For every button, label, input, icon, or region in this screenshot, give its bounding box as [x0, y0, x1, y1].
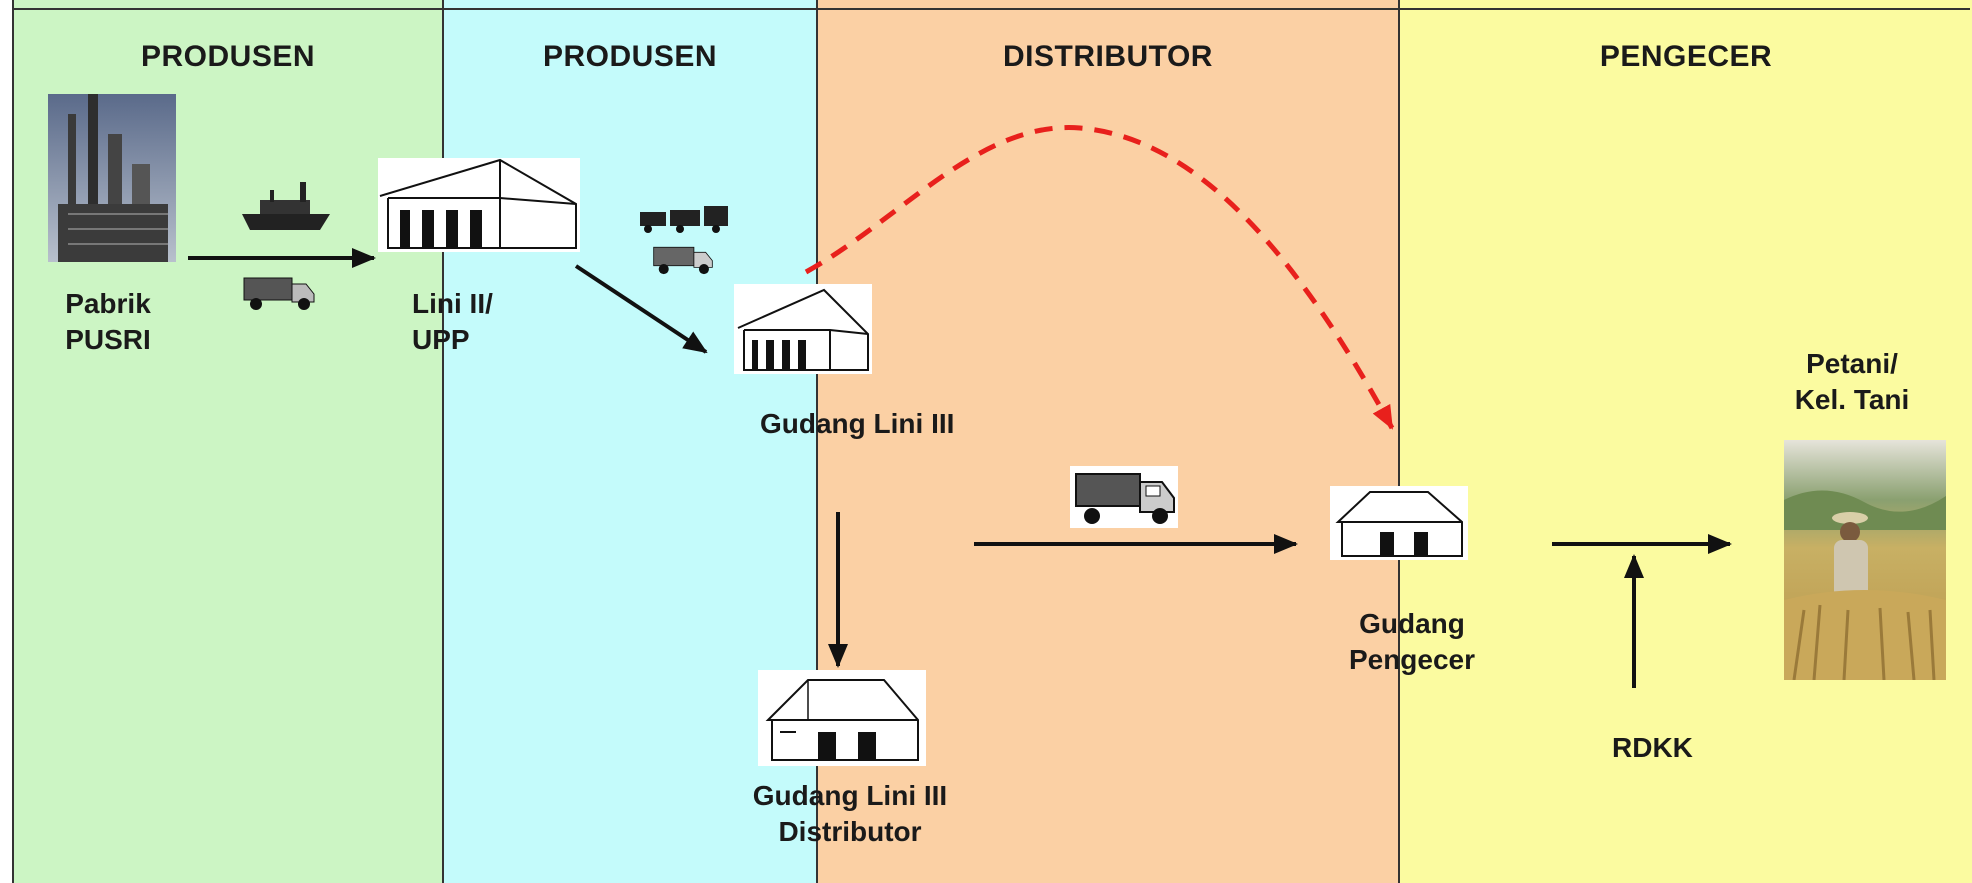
label-gudang-lini3-distributor: Gudang Lini III Distributor	[720, 778, 980, 851]
label-line: Distributor	[778, 816, 922, 848]
dashed-arrow-lini3-to-pengecer	[804, 125, 1395, 430]
truck-icon	[653, 246, 713, 275]
lane-title: PENGECER	[1599, 40, 1773, 73]
label-gudang-pengecer: Gudang Pengecer	[1332, 606, 1492, 679]
label-line: Kel. Tani	[1794, 384, 1910, 416]
lane-title: DISTRIBUTOR	[1003, 40, 1213, 73]
label-lini2: Lini II/ UPP	[412, 286, 493, 359]
farmer-photo	[1784, 440, 1946, 680]
truck-icon	[1070, 466, 1178, 528]
lane-title: PRODUSEN	[140, 40, 316, 73]
label-petani: Petani/ Kel. Tani	[1762, 346, 1942, 419]
label-line: Pengecer	[1348, 644, 1476, 676]
label-line: Gudang	[1359, 608, 1465, 639]
warehouse-icon	[734, 284, 872, 374]
truck-icon	[243, 277, 315, 310]
label-line: Lini II/	[412, 288, 493, 319]
train-icon	[640, 206, 728, 233]
lane-produsen-2: PRODUSEN	[442, 0, 816, 883]
lane-title: PRODUSEN	[542, 40, 718, 73]
label-line: Petani/	[1806, 348, 1898, 379]
house-icon	[758, 670, 926, 766]
label-gudang-lini3: Gudang Lini III	[760, 408, 955, 439]
label-line: Pabrik	[65, 288, 151, 319]
label-pabrik: Pabrik PUSRI	[48, 286, 168, 359]
label-line: Gudang Lini III	[752, 780, 948, 811]
label-line: PUSRI	[65, 324, 151, 356]
ship-icon	[242, 182, 330, 230]
warehouse-icon	[378, 158, 580, 252]
label-line: UPP	[412, 324, 470, 356]
factory-photo	[48, 94, 176, 262]
arrow-lini2-to-gudang-lini3	[574, 264, 708, 354]
house-icon	[1330, 486, 1468, 560]
label-rdkk: RDKK	[1612, 732, 1693, 763]
